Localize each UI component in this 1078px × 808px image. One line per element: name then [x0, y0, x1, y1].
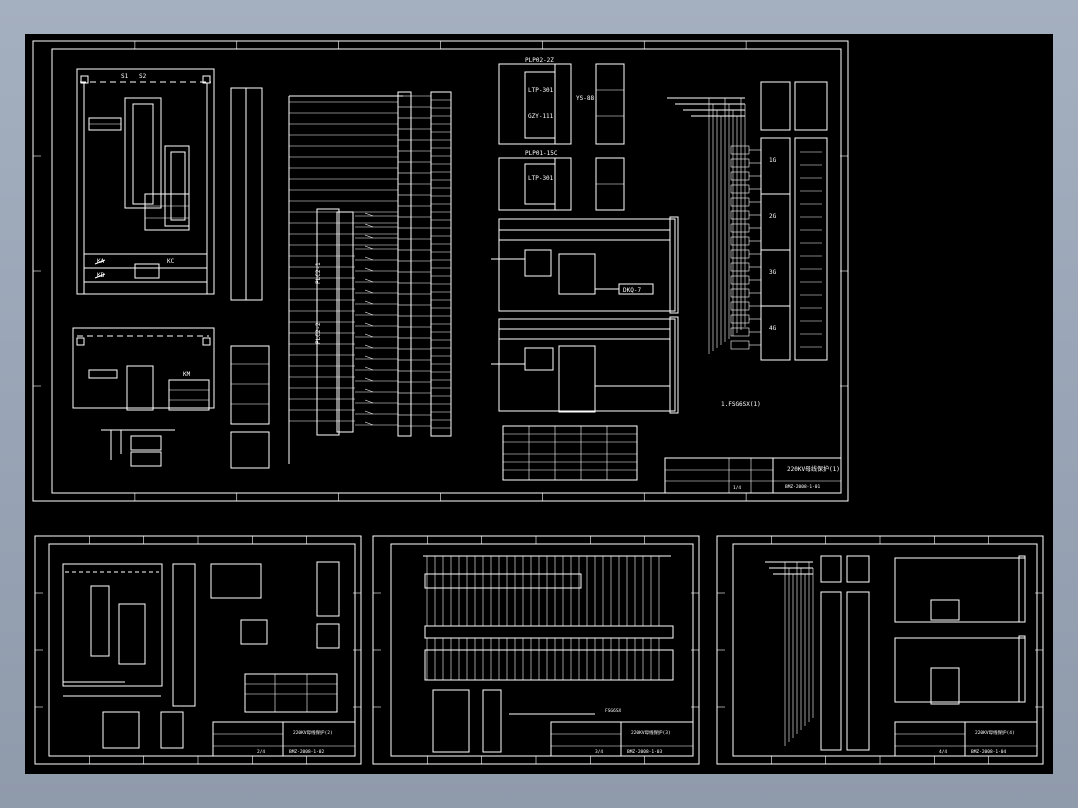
stage-label-2: 2G [769, 213, 777, 220]
schematic-drawing-set: S1 S2 KA KB KC KM [32, 40, 1044, 765]
sheet-4-sheet-no: 4/4 [939, 749, 947, 755]
coil-label-ka: KA [97, 258, 105, 265]
relay-coil [730, 236, 750, 246]
contact-mark [364, 355, 374, 360]
device-label-lt-top: LTP-301 [528, 87, 554, 94]
contact-mark [364, 322, 374, 327]
contact-mark [364, 410, 374, 415]
sheet-4-outer-frame [716, 535, 1044, 765]
contact-mark [364, 300, 374, 305]
sheet-3-title: 220KV母线保护(3) [631, 729, 671, 736]
contact-mark [364, 399, 374, 404]
sheet-3-drawing-no: BMZ-2008-1-03 [627, 749, 663, 755]
stage-label-3: 3G [769, 269, 777, 276]
stage-label-1: 1G [769, 157, 777, 164]
contact-mark [364, 311, 374, 316]
plc-label-a: PLC2-1 [315, 262, 322, 284]
coil-label-kc: KC [167, 258, 175, 265]
stage-label-4: 4G [769, 325, 777, 332]
sheet-2-drawing-no: BMZ-2008-1-02 [289, 749, 325, 755]
relay-box-lower-left: KM [72, 327, 270, 425]
relay-coil [730, 223, 750, 233]
sheet-4-drawing-no: BMZ-2008-1-04 [971, 749, 1007, 755]
relay-coil [730, 301, 750, 311]
coil-label-kb: KB [97, 272, 105, 279]
sheet-2-sheet-no: 2/4 [257, 749, 265, 755]
contact-mark [364, 267, 374, 272]
main-sheet-no: 1/4 [733, 485, 741, 491]
sheet-3-sheet-no: 3/4 [595, 749, 603, 755]
blank-box [230, 431, 270, 469]
component-group-small [101, 429, 175, 467]
main-drawing-no: BMZ-2008-1-01 [785, 484, 821, 490]
contact-mark [364, 256, 374, 261]
terminal-strip-b [430, 91, 452, 437]
plc-label-b: PLC2-2 [315, 322, 322, 344]
contact-mark [364, 278, 374, 283]
coil-label-km: KM [183, 371, 191, 378]
contact-mark [364, 333, 374, 338]
coil-label-top-left: S1 [121, 73, 129, 80]
sheet-4-title-block: 220KV母线保护(4) BMZ-2008-1-04 4/4 [894, 721, 1038, 757]
wiring-bus-region: PLC2-1 PLC2-2 [288, 91, 431, 464]
device-label-pbottom: PLP01-15C [525, 150, 558, 157]
device-label-ys: YS-88 [576, 95, 594, 102]
relay-coil [730, 262, 750, 272]
sheet-3: FSG6SX 220KV母线保护(3) BMZ-2008-1-03 3/4 [372, 535, 700, 765]
contact-mark [364, 421, 374, 426]
main-note: 1.FSG6SX(1) [721, 401, 761, 408]
relay-coil [730, 340, 750, 350]
relay-coil [730, 327, 750, 337]
sheet-2: 220KV母线保护(2) BMZ-2008-1-02 2/4 [34, 535, 362, 765]
relay-coil [730, 171, 750, 181]
relay-coil [730, 210, 750, 220]
sheet-4-title: 220KV母线保护(4) [975, 729, 1015, 736]
sheet-2-title: 220KV母线保护(2) [293, 729, 333, 736]
relay-coil [730, 275, 750, 285]
relay-coil [730, 288, 750, 298]
device-label-lt-bot: LTP-301 [528, 175, 554, 182]
sheet-4-inner-frame [732, 543, 1038, 757]
relay-coil [730, 158, 750, 168]
measuring-circuit-b [491, 316, 679, 414]
sheet-2-inner-frame [48, 543, 356, 757]
sheet-3-note: FSG6SX [605, 708, 622, 714]
contact-mark [364, 289, 374, 294]
coil-label-top-right: S2 [139, 73, 147, 80]
contact-mark [364, 223, 374, 228]
contact-mark [364, 377, 374, 382]
equipment-table [502, 425, 638, 481]
relay-coil [730, 184, 750, 194]
contact-mark [364, 366, 374, 371]
distribution-ladder: 1G 2G 3G 4G [667, 81, 828, 361]
contact-mark [364, 388, 374, 393]
contact-mark [364, 245, 374, 250]
contact-mark [364, 344, 374, 349]
contact-mark [364, 234, 374, 239]
contact-mark [364, 212, 374, 217]
relay-coil [730, 314, 750, 324]
relay-coil [730, 197, 750, 207]
device-label-gz: GZY-111 [528, 113, 554, 120]
sheet-2-title-block: 220KV母线保护(2) BMZ-2008-1-02 2/4 [212, 721, 356, 757]
cad-viewport[interactable]: S1 S2 KA KB KC KM [25, 34, 1053, 774]
relay-coil [730, 249, 750, 259]
terminal-strip-a [230, 87, 263, 301]
main-title: 220KV母线保护(1) [787, 465, 840, 473]
relay-coil [730, 145, 750, 155]
relay-box-upper-left: S1 S2 KA KB KC [76, 68, 215, 295]
measuring-circuit-a: DKQ-7 [491, 216, 679, 314]
sheet-2-outer-frame [34, 535, 362, 765]
sheet-4: 220KV母线保护(4) BMZ-2008-1-04 4/4 [716, 535, 1044, 765]
sheet-3-title-block: 220KV母线保护(3) BMZ-2008-1-03 3/4 [550, 721, 694, 757]
main-sheet: S1 S2 KA KB KC KM [32, 40, 849, 502]
device-group-top: PLP02-2Z LTP-301 GZY-111 YS-88 PLP01-15C… [498, 57, 625, 211]
device-label-dkq: DKQ-7 [623, 287, 641, 294]
device-label-ptop: PLP02-2Z [525, 57, 554, 64]
main-title-block: 220KV母线保护(1) BMZ-2008-1-01 1/4 [664, 457, 842, 494]
